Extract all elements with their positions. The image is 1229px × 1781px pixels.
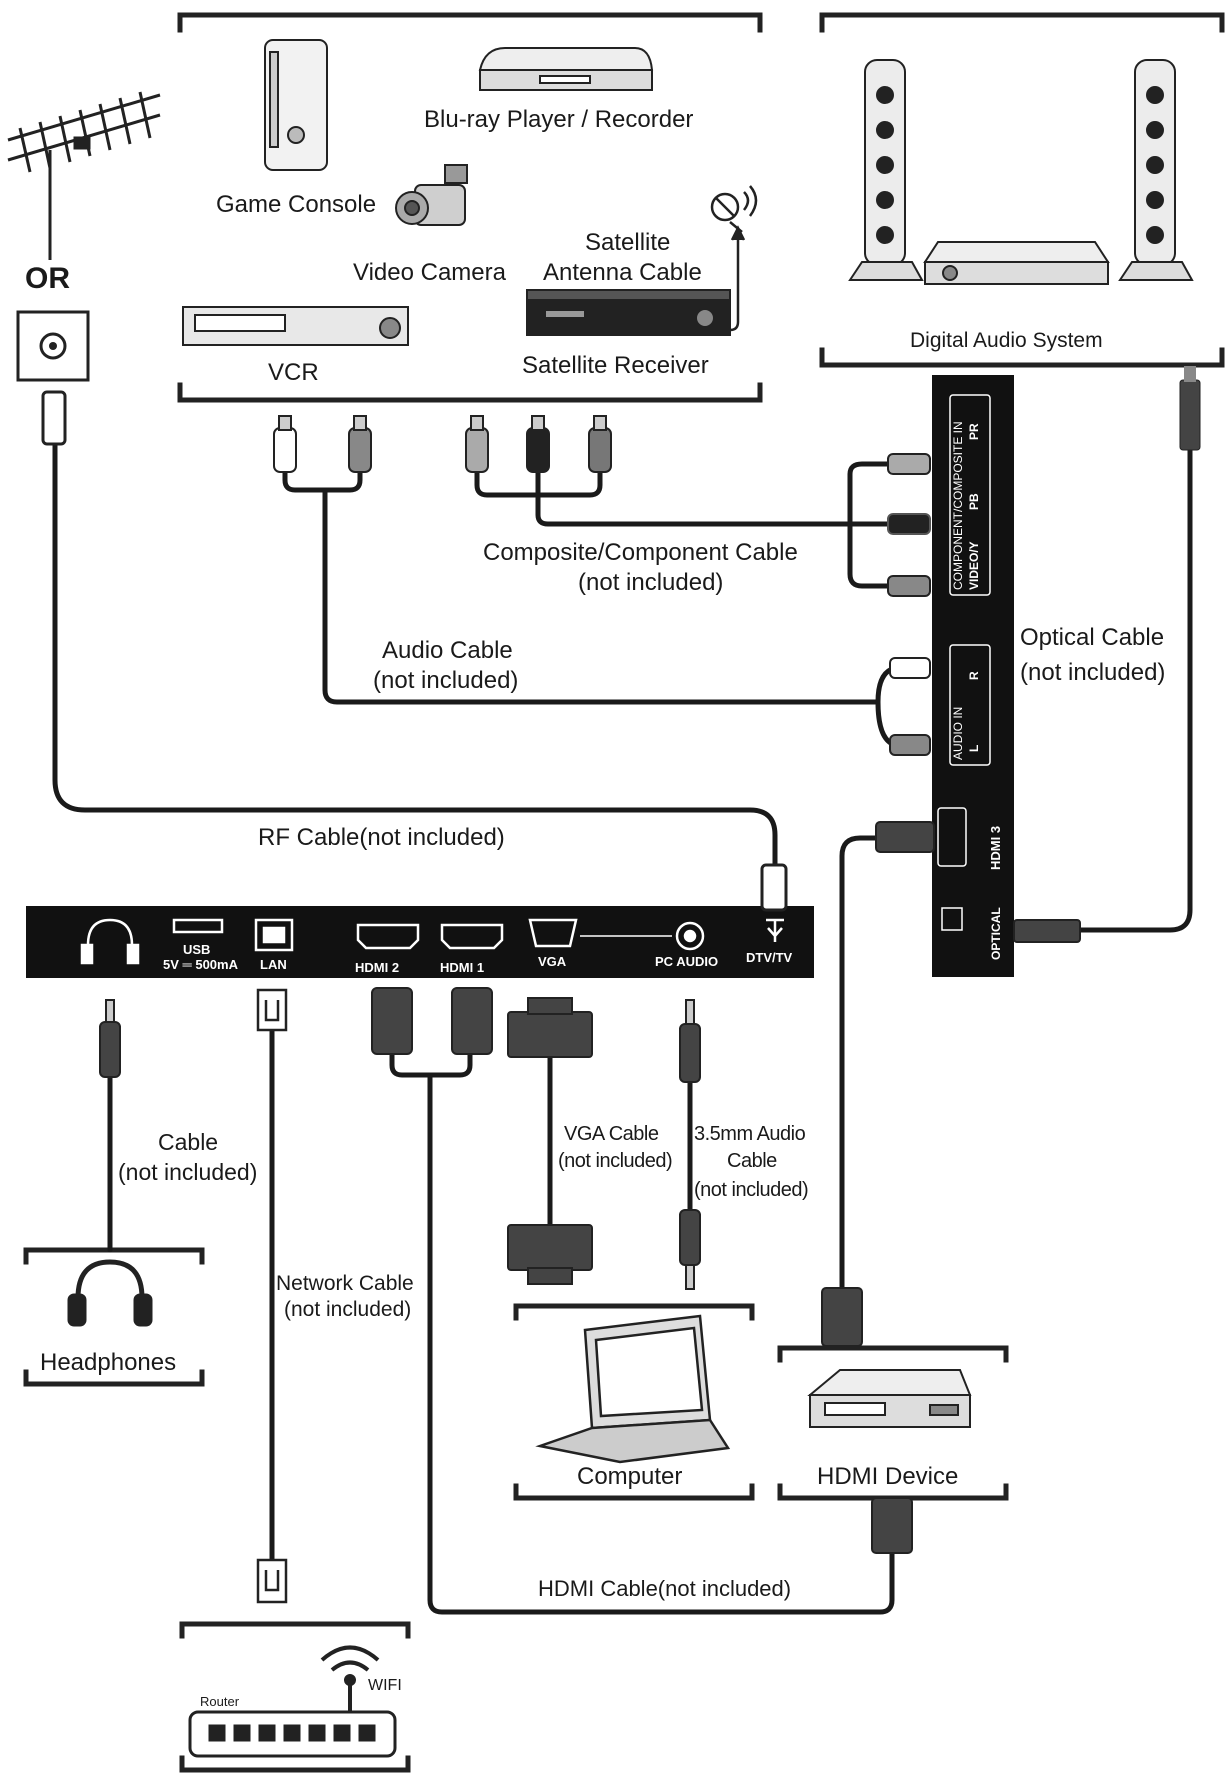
port-hdmi3: HDMI 3 (988, 826, 1003, 870)
component-cable (535, 469, 901, 527)
hdmi-plugs-bottom (371, 987, 493, 1055)
optical-plug-top (1179, 366, 1201, 451)
or-label: OR (25, 262, 70, 295)
hdmi-device-label: HDMI Device (817, 1463, 958, 1490)
side-panel-plugs (875, 453, 1081, 943)
speaker-left-icon (848, 59, 924, 281)
audio35-plug-top (679, 999, 701, 1083)
router-icon (188, 1710, 397, 1758)
hdmi-cable (427, 1072, 895, 1615)
port-audio-r: R (967, 671, 981, 680)
satellite-label-1: Satellite (585, 229, 670, 256)
hdmi-device-plug-top (821, 1287, 863, 1347)
hdmi-device-icon (807, 1369, 972, 1428)
component-in-label: COMPONENT/COMPOSITE IN (951, 421, 965, 590)
cable-paths (52, 442, 1193, 1615)
vcr-audio-plugs (273, 415, 372, 473)
lan-plug-top (256, 988, 288, 1032)
port-pr: PR (967, 423, 981, 440)
port-usb: USB (183, 942, 210, 957)
audio-cable (322, 487, 881, 705)
satellite-dish-icon (710, 185, 758, 332)
lan-plug-bottom (256, 1558, 288, 1604)
network-label-2: (not included) (284, 1298, 411, 1321)
audio35-label-2: Cable (727, 1150, 777, 1172)
tv-side-panel (932, 375, 1014, 977)
rf-cable (52, 442, 778, 873)
rf-plug (760, 863, 788, 912)
headphone-plug (99, 999, 121, 1078)
tv-bottom-panel (26, 906, 814, 978)
game-console-icon (264, 39, 328, 171)
satellite-label-2: Antenna Cable (543, 259, 702, 286)
component-plugs (465, 415, 612, 473)
port-audio-l: L (967, 745, 981, 752)
vcr-icon (182, 306, 409, 346)
port-video-y: VIDEO/Y (967, 541, 981, 590)
audio-receiver-icon (923, 241, 1110, 285)
vcr-label: VCR (268, 359, 319, 386)
bluray-label: Blu-ray Player / Recorder (424, 106, 693, 133)
wall-socket-icon (16, 310, 90, 446)
composite-label-1: Composite/Component Cable (483, 539, 798, 566)
hdmi-cable-label: HDMI Cable(not included) (538, 1576, 791, 1601)
headphone-cable-label-2: (not included) (118, 1159, 257, 1185)
port-usb-spec: 5V ═ 500mA (163, 957, 239, 972)
rf-cable-label: RF Cable(not included) (258, 824, 505, 851)
headphones-icon (67, 1259, 153, 1327)
audio-cable-label-2: (not included) (373, 667, 518, 694)
audio-cable-label-1: Audio Cable (382, 637, 513, 664)
hdmi-device-plug-bottom (871, 1497, 913, 1554)
vga-label-1: VGA Cable (564, 1123, 659, 1145)
laptop-icon (535, 1314, 731, 1464)
digital-audio-label: Digital Audio System (910, 329, 1103, 352)
vga-label-2: (not included) (558, 1150, 672, 1172)
port-dtv: DTV/TV (746, 950, 793, 965)
port-vga: VGA (538, 954, 567, 969)
port-pc-audio: PC AUDIO (655, 954, 718, 969)
port-optical: OPTICAL (989, 907, 1003, 960)
device-group-brackets (23, 12, 1225, 1773)
audio-in-label: AUDIO IN (951, 707, 965, 760)
optical-label-2: (not included) (1020, 659, 1165, 686)
bluray-player-icon (478, 47, 654, 91)
bottom-panel-port-icons (80, 918, 784, 965)
satellite-receiver-icon (526, 289, 731, 336)
video-camera-label: Video Camera (353, 259, 507, 286)
game-console-label: Game Console (216, 191, 376, 218)
headphone-cable-label-1: Cable (158, 1129, 218, 1155)
speaker-right-icon (1118, 59, 1194, 281)
optical-label-1: Optical Cable (1020, 624, 1164, 651)
vga-plug-top (507, 997, 593, 1058)
router-label: Router (200, 1694, 240, 1709)
port-hdmi2: HDMI 2 (355, 960, 399, 975)
vga-plug-bottom (507, 1224, 593, 1285)
video-camera-icon (395, 164, 468, 226)
audio35-label-3: (not included) (694, 1179, 808, 1201)
composite-label-2: (not included) (578, 569, 723, 596)
wifi-label: WIFI (368, 1677, 402, 1694)
port-pb: PB (967, 493, 981, 510)
antenna-icon (7, 91, 161, 260)
side-panel-frames (937, 394, 991, 931)
audio35-label-1: 3.5mm Audio (694, 1123, 806, 1145)
audio35-plug-bottom (679, 1209, 701, 1290)
port-lan: LAN (260, 957, 287, 972)
wifi-icon (320, 1645, 380, 1712)
satellite-receiver-label: Satellite Receiver (522, 352, 709, 379)
headphones-label: Headphones (40, 1349, 176, 1376)
optical-cable (1077, 447, 1193, 933)
network-label-1: Network Cable (276, 1272, 414, 1295)
hdmi-device-cable (839, 835, 891, 1291)
port-hdmi1: HDMI 1 (440, 960, 484, 975)
computer-label: Computer (577, 1463, 682, 1490)
